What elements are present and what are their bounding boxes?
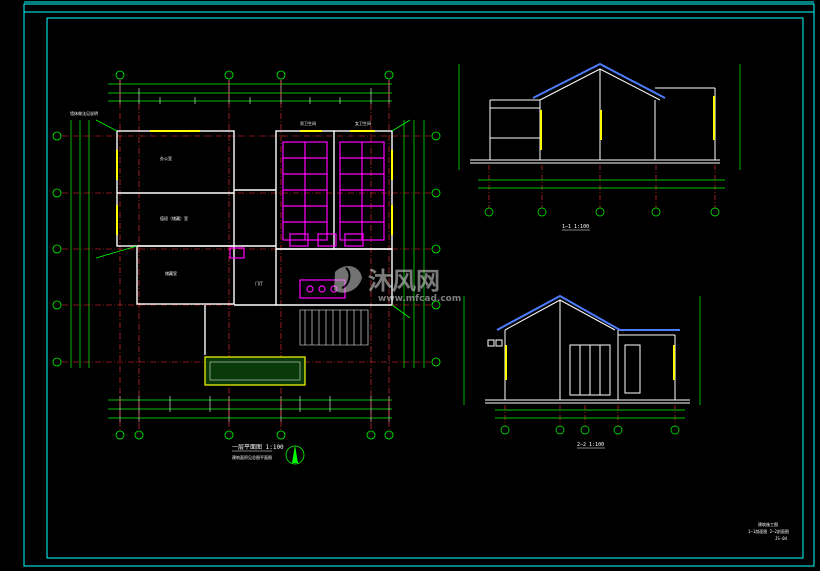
plan-dimensions-top [108, 80, 392, 104]
plan-annotations: 办公室 值班（储藏）室 储藏室 门厅 男卫生间 女卫生间 墙体做法见说明 [70, 110, 371, 286]
section-1-title: 1—1 1:100 [562, 224, 589, 230]
front-terrace [204, 356, 306, 386]
toilet-partitions [229, 141, 385, 299]
title-block-line-1: 建筑施工图 [758, 521, 778, 527]
section-2-2: 2—2 1:100 [463, 294, 701, 449]
plan-walls [116, 130, 393, 355]
svg-text:值班（储藏）室: 值班（储藏）室 [160, 215, 188, 221]
watermark: 沐风网 www.mfcad.com [334, 266, 461, 304]
section1-windows [540, 96, 715, 150]
plan-dimensions-bottom [108, 396, 392, 422]
section2-axes [504, 405, 676, 426]
title-block-line-2: 1—1剖面图 2—2剖面图 [748, 528, 789, 534]
svg-text:墙体做法见说明: 墙体做法见说明 [70, 110, 98, 116]
svg-text:门厅: 门厅 [255, 280, 263, 286]
title-block: 建筑施工图 1—1剖面图 2—2剖面图 JS-04 [748, 521, 789, 541]
plan-windows [116, 130, 393, 235]
watermark-logo-text: 沐风网 [368, 267, 440, 295]
svg-text:储藏室: 储藏室 [165, 270, 177, 276]
drawing-frame [23, 1, 815, 567]
floor-plan: 办公室 值班（储藏）室 储藏室 门厅 男卫生间 女卫生间 墙体做法见说明 [52, 70, 441, 465]
section-2-title: 2—2 1:100 [577, 442, 604, 448]
section-1-1: 1—1 1:100 [458, 62, 741, 231]
plan-axis-bubbles-top [52, 70, 441, 440]
plan-dimensions-left [70, 120, 90, 368]
section2-windows [505, 345, 675, 380]
north-arrow-icon [285, 445, 305, 465]
section1-roof [532, 62, 666, 99]
svg-text:办公室: 办公室 [160, 155, 172, 161]
section1-axes [488, 165, 716, 208]
svg-text:男卫生间: 男卫生间 [300, 120, 316, 126]
section2-roof [496, 294, 680, 331]
title-block-line-3: JS-04 [775, 536, 788, 541]
plan-title: 一层平面图 1:100 [232, 444, 284, 451]
svg-text:女卫生间: 女卫生间 [355, 120, 371, 126]
watermark-url: www.mfcad.com [378, 294, 461, 304]
plan-corner-markers [95, 119, 411, 319]
plan-dimensions-right [403, 120, 425, 368]
entrance-ramp [299, 309, 369, 346]
watermark-logo-icon [334, 266, 362, 293]
plan-subtitle: 建筑面积见总图平面图 [232, 454, 272, 460]
